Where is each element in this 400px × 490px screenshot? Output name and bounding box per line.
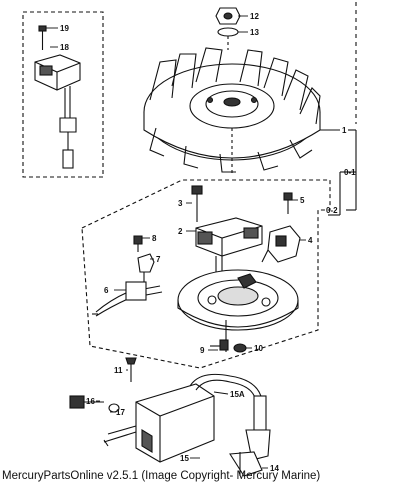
callout-label: 5 — [300, 196, 305, 205]
trigger-part — [261, 225, 301, 263]
screw-part — [191, 185, 203, 222]
callout-label: 15 — [180, 454, 189, 463]
callout-label: 12 — [250, 12, 259, 21]
callout-label: 11 — [114, 366, 123, 375]
callout-label: 0-1 — [344, 168, 356, 177]
callout-label: 10 — [254, 344, 263, 353]
callout-label: 16 — [86, 397, 95, 406]
callout-label: 8 — [152, 234, 157, 243]
coil-screw-part — [69, 395, 104, 409]
washer-part — [217, 27, 239, 37]
callout-label: 15A — [230, 390, 245, 399]
callout-label: 4 — [308, 236, 313, 245]
callout-label: 14 — [270, 464, 279, 473]
assembly-bracket — [320, 2, 357, 216]
callout-label: 19 — [60, 24, 69, 33]
callout-label: 9 — [200, 346, 205, 355]
stator-assembly-frame — [81, 179, 331, 369]
inset-frame — [22, 11, 104, 178]
callout-label: 2 — [178, 227, 183, 236]
clip-part — [137, 253, 155, 282]
flywheel-part — [143, 47, 321, 176]
grommet-part — [133, 235, 143, 252]
callout-label: 3 — [178, 199, 183, 208]
callout-label: 7 — [156, 255, 161, 264]
callout-label: 18 — [60, 43, 69, 52]
inset-screw-part — [38, 25, 47, 50]
leader-lines — [46, 15, 306, 469]
nut-part — [215, 7, 241, 25]
screw-9-part — [210, 339, 229, 351]
screw-small-part — [283, 192, 293, 214]
ignition-coil-part — [103, 383, 215, 463]
screw-11-part — [125, 357, 137, 382]
stator-cable-part — [92, 281, 163, 317]
callout-label: 1 — [342, 126, 347, 135]
spark-plug-lead-part — [189, 373, 271, 477]
copyright-caption: MercuryPartsOnline v2.5.1 (Image Copyrig… — [2, 470, 321, 482]
callout-label: 0-2 — [326, 206, 338, 215]
callout-label: 6 — [104, 286, 109, 295]
callout-labels: 19 18 12 13 1 0-1 0-2 3 5 2 4 8 7 6 9 10… — [60, 12, 356, 473]
stator-plate-part — [177, 269, 299, 352]
callout-label: 17 — [116, 408, 125, 417]
washer-10-part — [233, 343, 247, 353]
callout-label: 13 — [250, 28, 259, 37]
charge-coil-part — [195, 217, 263, 296]
inset-coil-part — [34, 54, 81, 169]
